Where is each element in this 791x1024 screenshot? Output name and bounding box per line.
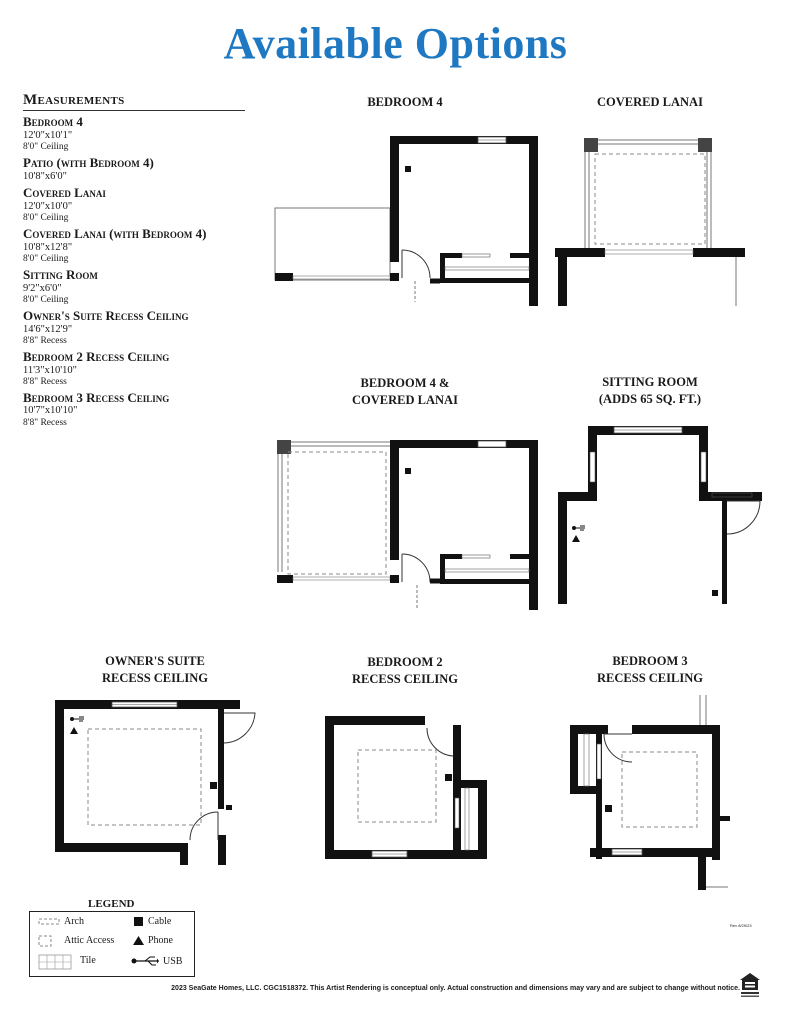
measurement-item: Owner's Suite Recess Ceiling 14'6"x12'9"…: [23, 307, 189, 346]
plan-label-sitting-room: SITTING ROOM (ADDS 65 SQ. FT.): [598, 375, 702, 406]
revision-date: Rev 8/29/23: [730, 923, 752, 928]
legend-box: Arch Attic Access Tile Cable Phone USB: [29, 911, 195, 977]
usb-icon: [131, 956, 159, 966]
plan-label-covered-lanai: COVERED LANAI: [597, 95, 703, 109]
plan-label-owners-suite: OWNER'S SUITE RECESS CEILING: [102, 654, 208, 685]
measurement-item: Bedroom 4 12'0"x10'1" 8'0" Ceiling: [23, 114, 83, 152]
floorplan-covered-lanai: [555, 138, 745, 306]
legend-usb-label: USB: [163, 956, 183, 967]
measurement-item: Bedroom 2 Recess Ceiling 11'3"x10'10" 8'…: [23, 348, 170, 387]
floorplan-bedroom3: [570, 695, 730, 890]
cable-icon: [134, 917, 143, 926]
legend-title: LEGEND: [88, 898, 135, 910]
page-title: Available Options: [223, 19, 568, 68]
floorplan-sitting-room: [558, 426, 762, 604]
measurement-item: Bedroom 3 Recess Ceiling 10'7"x10'10" 8'…: [23, 389, 170, 428]
equal-housing-icon: [740, 973, 760, 997]
legend-tile-label: Tile: [80, 955, 96, 966]
legend-phone-label: Phone: [148, 935, 173, 946]
floorplan-bedroom4: [274, 136, 538, 306]
floorplan-bedroom2: [325, 716, 487, 859]
tile-icon: [38, 954, 72, 970]
measurement-item: Patio (with Bedroom 4) 10'8"x6'0": [23, 154, 154, 182]
legend-attic-label: Attic Access: [64, 935, 115, 946]
measurement-item: Sitting Room 9'2"x6'0" 8'0" Ceiling: [23, 266, 98, 305]
measurements-heading: Measurements: [23, 92, 245, 111]
plan-label-bedroom4-lanai: BEDROOM 4 & COVERED LANAI: [352, 376, 458, 407]
plan-label-bedroom4: BEDROOM 4: [367, 95, 443, 109]
floorplan-owners-suite: [55, 700, 256, 865]
plan-label-bedroom3: BEDROOM 3 RECESS CEILING: [597, 654, 703, 685]
floorplan-bedroom4-covered-lanai: [277, 440, 538, 610]
legend-arch-label: Arch: [64, 916, 84, 927]
measurements-panel: Measurements Bedroom 4 12'0"x10'1" 8'0" …: [23, 92, 245, 431]
legend-cable-label: Cable: [148, 916, 172, 927]
footer-disclaimer: 2023 SeaGate Homes, LLC. CGC1518372. Thi…: [171, 985, 740, 992]
measurement-item: Covered Lanai (with Bedroom 4) 10'8"x12'…: [23, 225, 207, 264]
phone-icon: [133, 936, 144, 945]
measurement-item: Covered Lanai 12'0"x10'0" 8'0" Ceiling: [23, 184, 106, 223]
plan-label-bedroom2: BEDROOM 2 RECESS CEILING: [352, 655, 458, 686]
arch-icon: [38, 918, 60, 925]
attic-access-icon: [38, 935, 52, 947]
